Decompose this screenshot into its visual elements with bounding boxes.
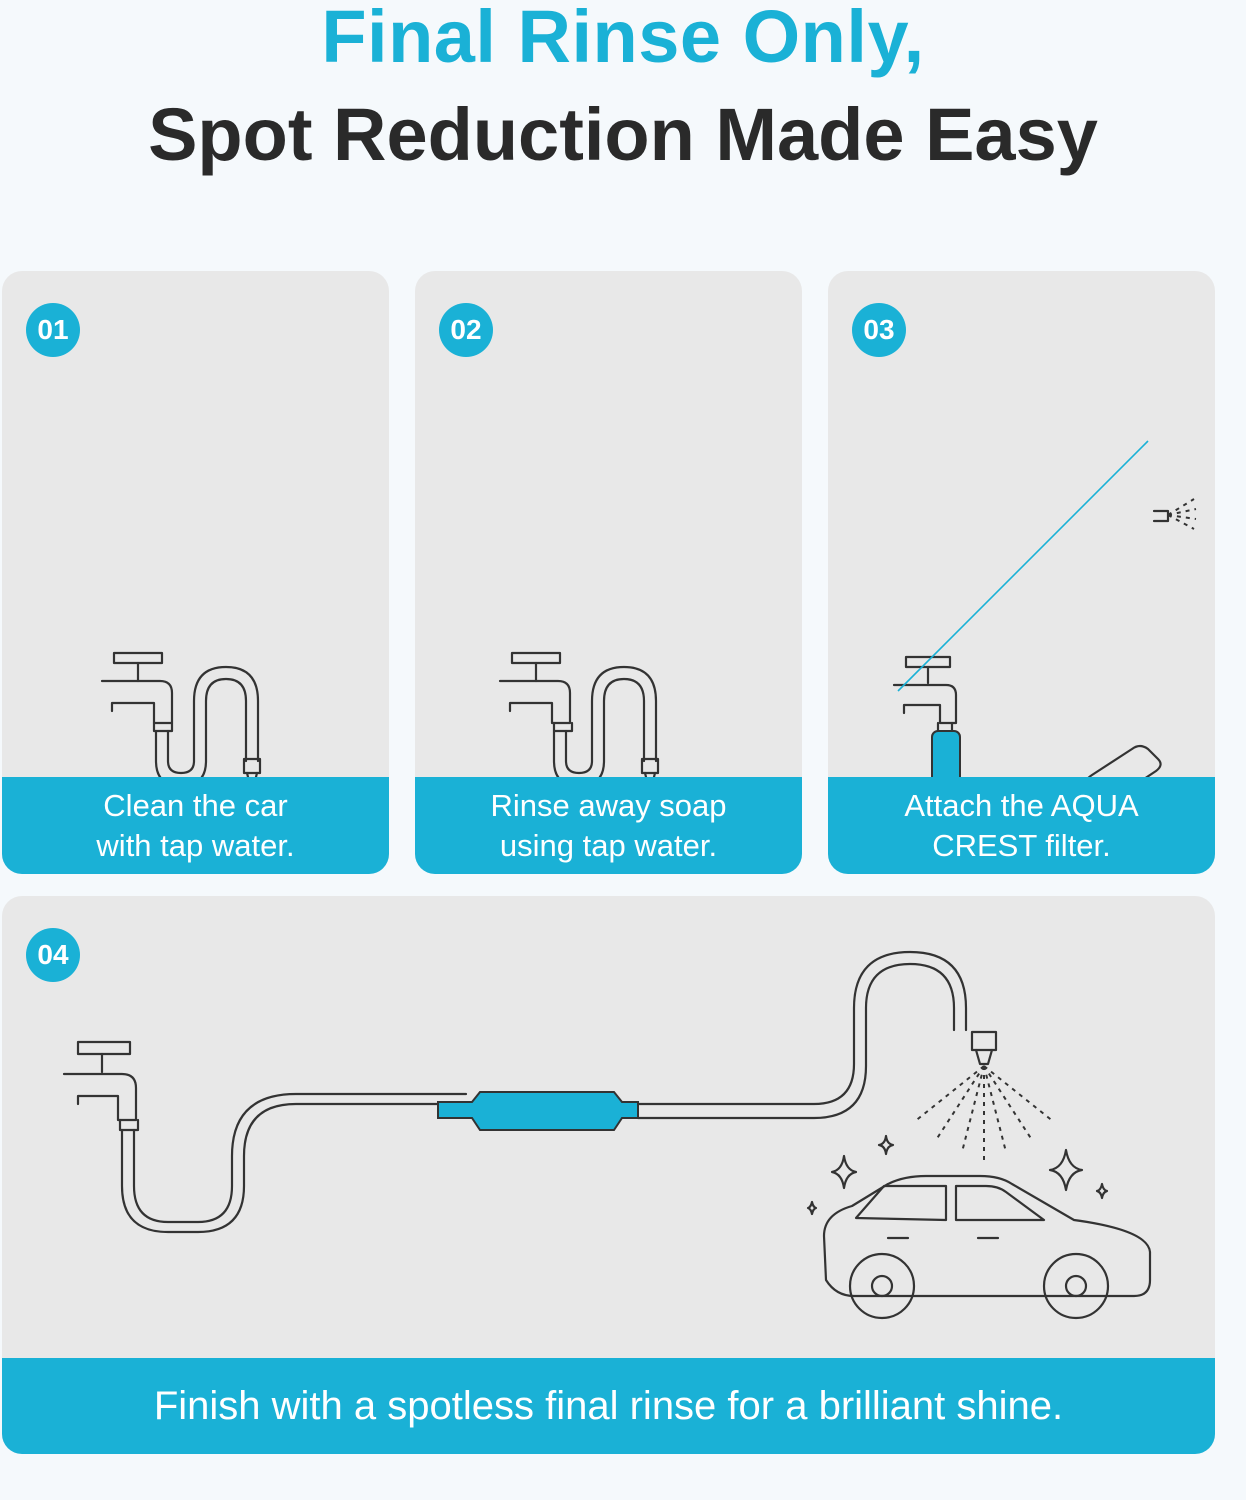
caption-line-1: Clean the car	[103, 787, 288, 823]
caption-line-2: CREST filter.	[932, 827, 1111, 863]
tap-hose-car-illustration	[100, 651, 262, 777]
step-number-badge: 01	[26, 303, 80, 357]
step-card-03: 03 Attach the AQUA CREST filter.	[828, 271, 1215, 874]
caption-line-2: using tap water.	[499, 827, 718, 863]
caption-line-1: Attach the AQUA	[904, 787, 1139, 823]
filter-attach-illustration	[892, 440, 1197, 777]
step-card-04: 04 Finish with a spotless final rinse fo…	[2, 896, 1215, 1454]
step-number-badge: 04	[26, 928, 80, 982]
soapy-car-illustration	[498, 651, 660, 777]
final-rinse-illustration	[62, 950, 1152, 1320]
step-card-02: 02 Rinse away soap using tap water.	[415, 271, 802, 874]
step-caption: Rinse away soap using tap water.	[415, 777, 802, 874]
step-number-badge: 02	[439, 303, 493, 357]
headline-accent: Final Rinse Only,	[321, 0, 925, 78]
step-caption: Clean the car with tap water.	[2, 777, 389, 874]
caption-line-2: with tap water.	[96, 827, 295, 863]
step-card-01: 01 Clean the car with tap water.	[2, 271, 389, 874]
step-number-badge: 03	[852, 303, 906, 357]
headline-main: Spot Reduction Made Easy	[148, 93, 1098, 176]
step-caption: Finish with a spotless final rinse for a…	[2, 1358, 1215, 1454]
step-caption: Attach the AQUA CREST filter.	[828, 777, 1215, 874]
caption-line-1: Rinse away soap	[490, 787, 727, 823]
